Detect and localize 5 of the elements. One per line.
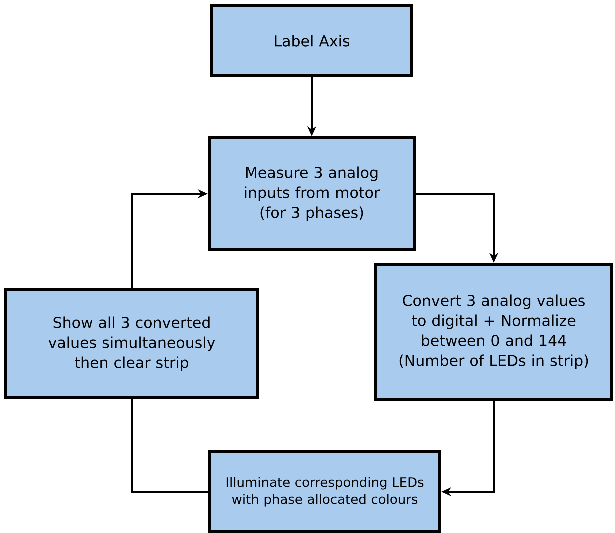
process-box: Illuminate corresponding LEDs with phase allocated colours	[208, 450, 442, 533]
process-box: Show all 3 converted values simultaneously then clear strip	[4, 288, 260, 400]
process-box: Measure 3 analog inputs from motor (for 3 phases)	[208, 136, 416, 252]
process-box: Label Axis	[210, 4, 414, 78]
process-box: Convert 3 analog values to digital + Normalize between 0 and 144 (Number of LEDs in strip)	[374, 263, 614, 401]
